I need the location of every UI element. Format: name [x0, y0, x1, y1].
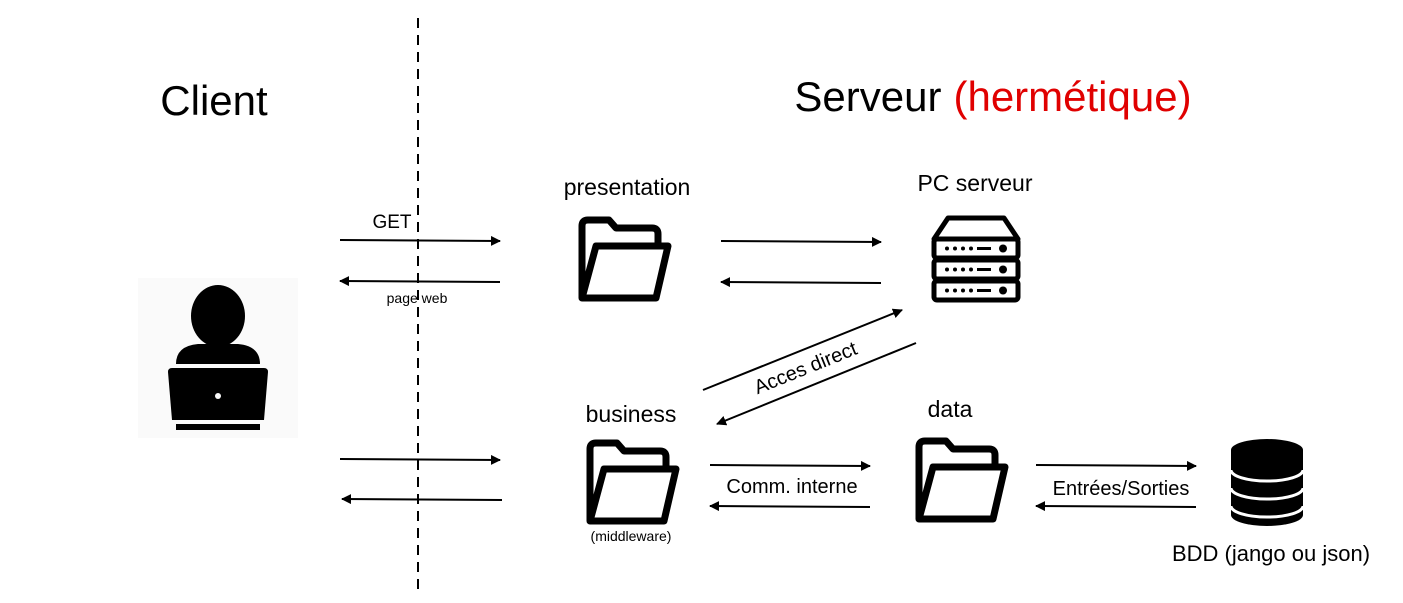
business-label: business	[586, 401, 677, 427]
database-icon	[1229, 439, 1305, 526]
server-rack-icon	[931, 215, 1021, 303]
server-to-business-direct-arrow	[716, 342, 917, 426]
pc-server-label: PC serveur	[917, 170, 1032, 196]
entrees-sorties-label: Entrées/Sorties	[1053, 478, 1190, 500]
data-to-database-arrow	[1035, 460, 1197, 471]
get-request-arrow	[339, 235, 501, 246]
acces-direct-label: Acces direct	[751, 338, 861, 399]
presentation-folder-icon	[582, 220, 668, 298]
presentation-to-server-arrow	[720, 236, 882, 247]
server-title-accent: (hermétique)	[953, 73, 1191, 120]
business-to-data-arrow	[709, 460, 871, 471]
page-web-label: page web	[387, 290, 448, 306]
get-label: GET	[372, 212, 411, 233]
business-to-server-direct-arrow	[702, 308, 903, 391]
client-user-laptop-icon	[138, 278, 298, 438]
data-folder-icon	[919, 441, 1005, 519]
business-middleware-note: (middleware)	[591, 528, 672, 544]
business-client-response-arrow	[341, 494, 503, 505]
page-web-response-arrow	[339, 276, 501, 287]
client-title: Client	[160, 77, 268, 124]
server-title-main: Serveur	[794, 73, 941, 120]
business-folder-icon	[590, 443, 676, 521]
server-to-presentation-arrow	[720, 277, 882, 288]
server-title: Serveur (hermétique)	[794, 73, 1191, 120]
data-label: data	[928, 396, 973, 422]
client-business-request-arrow	[339, 454, 501, 465]
database-to-data-arrow	[1035, 501, 1197, 512]
comm-interne-label: Comm. interne	[726, 476, 857, 498]
database-label: BDD (jango ou json)	[1172, 541, 1370, 566]
presentation-label: presentation	[564, 174, 691, 200]
data-to-business-arrow	[709, 501, 871, 512]
